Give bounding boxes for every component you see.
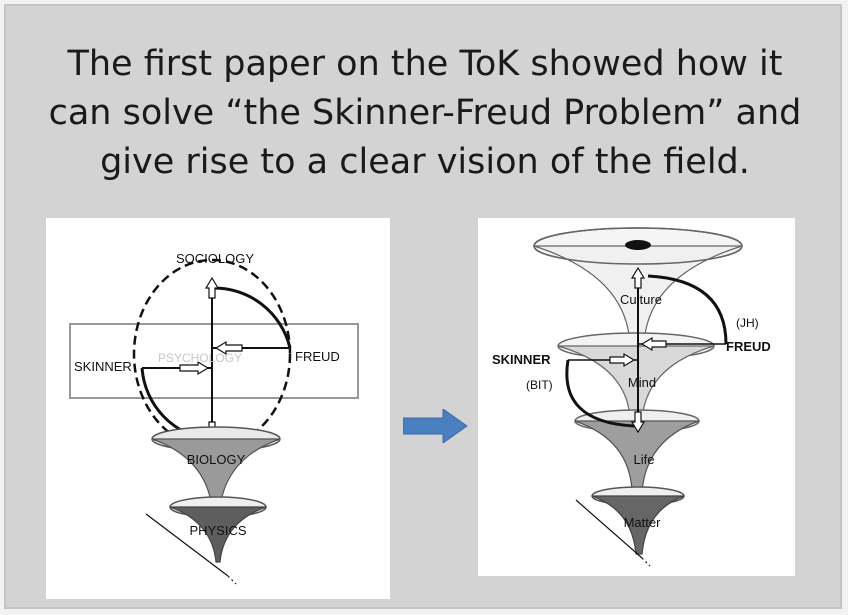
slide-title: The first paper on the ToK showed how it… bbox=[6, 40, 844, 187]
label-biology: BIOLOGY bbox=[187, 452, 246, 467]
left-diagram-panel: SOCIOLOGY SKINNER FREUD PSYCHOLOGY BIOLO… bbox=[46, 218, 390, 599]
dashed-circle bbox=[132, 258, 292, 450]
label-culture: Culture bbox=[620, 292, 662, 307]
title-line-3: give rise to a clear vision of the field… bbox=[100, 142, 750, 182]
arc-top-right bbox=[211, 286, 292, 349]
label-matter: Matter bbox=[624, 515, 662, 530]
arrow-up-icon bbox=[204, 276, 220, 299]
arrow-up-icon bbox=[630, 266, 646, 289]
transition-arrow-icon bbox=[403, 409, 468, 443]
label-sociology: SOCIOLOGY bbox=[176, 251, 254, 266]
arrow-down-icon bbox=[630, 411, 646, 434]
label-jh: (JH) bbox=[736, 316, 759, 330]
label-freud-left: FREUD bbox=[295, 349, 340, 364]
slide: The first paper on the ToK showed how it… bbox=[4, 4, 842, 609]
label-psychology: PSYCHOLOGY bbox=[158, 351, 242, 365]
arrow-right-icon bbox=[179, 360, 210, 376]
arrow-right-icon bbox=[609, 352, 636, 368]
psychology-box bbox=[69, 323, 359, 399]
label-skinner-left: SKINNER bbox=[74, 359, 132, 374]
title-line-1: The first paper on the ToK showed how it bbox=[67, 44, 783, 84]
right-diagram-panel: Culture Mind Life Matter SKINNER (BIT) F… bbox=[478, 218, 795, 576]
right-diagram: Culture Mind Life Matter SKINNER (BIT) F… bbox=[492, 227, 771, 567]
label-life: Life bbox=[634, 452, 655, 467]
label-mind: Mind bbox=[628, 375, 656, 390]
arrow-left-icon bbox=[214, 340, 243, 356]
top-dot bbox=[625, 240, 651, 250]
label-physics: PHYSICS bbox=[189, 523, 246, 538]
label-bit: (BIT) bbox=[526, 378, 553, 392]
left-diagram: SOCIOLOGY SKINNER FREUD PSYCHOLOGY BIOLO… bbox=[69, 251, 359, 585]
label-skinner-right: SKINNER bbox=[492, 352, 551, 367]
title-line-2: can solve “the Skinner-Freud Problem” an… bbox=[48, 93, 802, 133]
label-freud-right: FREUD bbox=[726, 339, 771, 354]
arrow-left-icon bbox=[640, 336, 667, 352]
